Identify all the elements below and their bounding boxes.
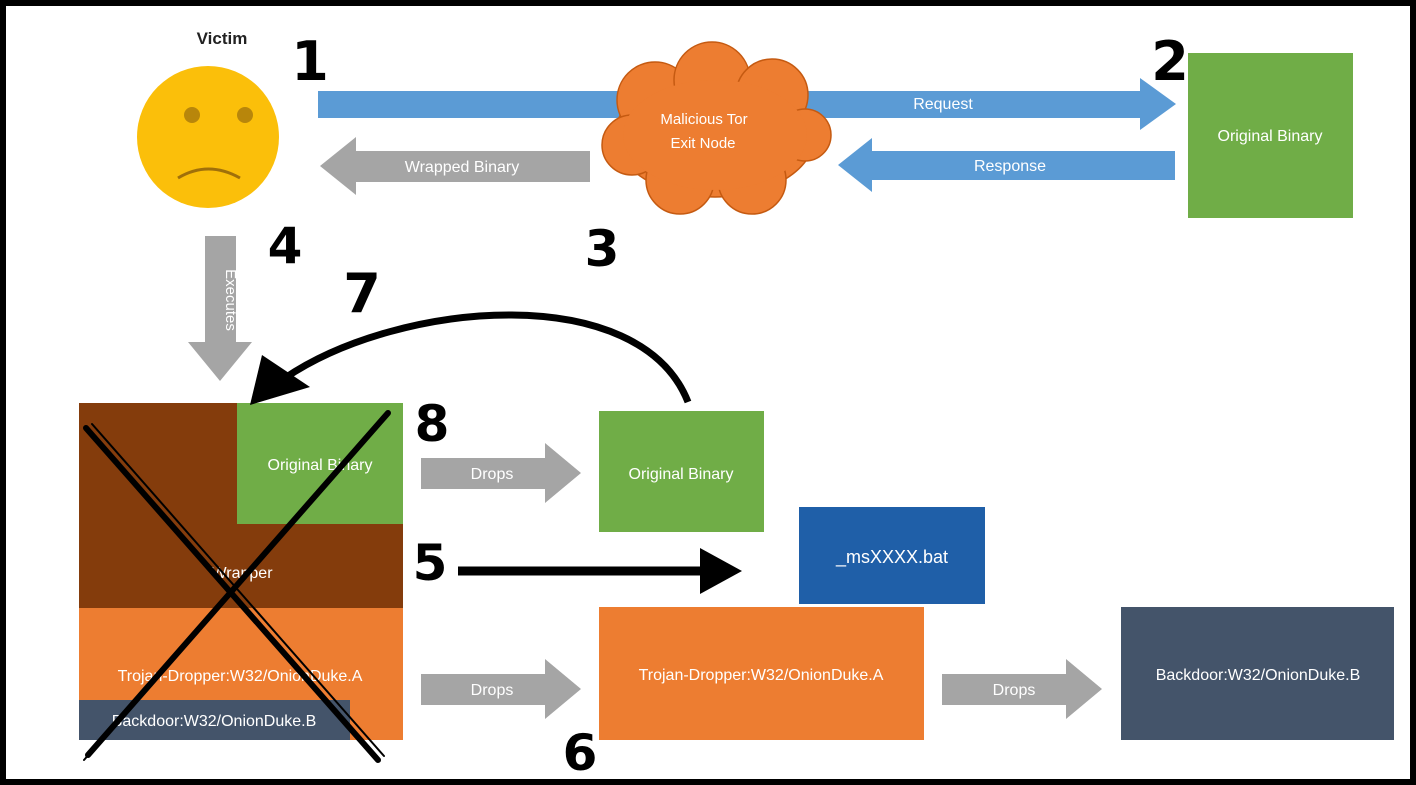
step-number-3: 3 [585,220,620,278]
cloud-line2: Exit Node [670,135,735,152]
dropper-dropped-box [599,607,924,740]
original-binary-top-box [1188,53,1353,218]
drops-label-3: Drops [993,682,1036,699]
step-number-2: 2 [1151,30,1189,93]
diagram-canvas: Victim Request Response Wrapped Binary M… [79,29,1394,779]
drops-label-2: Drops [471,682,514,699]
dropper-dropped-label: Trojan-Dropper:W32/OnionDuke.A [639,667,884,684]
response-arrow [838,138,1175,192]
bat-arrow [458,548,742,594]
backdoor-dropped-box [1121,607,1394,740]
drops-arrow-3 [942,659,1102,719]
step-number-8: 8 [415,395,450,453]
cross-out-mark [83,410,391,763]
backdoor-dropped-label: Backdoor:W32/OnionDuke.B [1156,667,1361,684]
step-number-7: 7 [343,262,381,325]
step-number-6: 6 [563,724,598,779]
step-number-1: 1 [291,30,329,93]
original-binary-dropped-label: Original Binary [629,466,734,483]
bat-file-box [799,507,985,604]
original-binary-top-label: Original Binary [1218,128,1323,145]
backdoor-inner-box [79,700,350,740]
cloud-line1: Malicious Tor [660,111,747,128]
backdoor-inner-label: Backdoor:W32/OnionDuke.B [112,713,317,730]
response-label: Response [974,158,1046,175]
original-binary-inner-label: Original Binary [268,457,373,474]
executes-arrow [188,236,252,381]
original-binary-dropped-box [599,411,764,532]
drops-arrow-1 [421,443,581,503]
victim-label: Victim [197,29,248,48]
return-curve-arrow [250,311,692,405]
drops-arrow-2 [421,659,581,719]
bat-file-label: _msXXXX.bat [835,547,948,568]
step-number-4: 4 [268,217,303,275]
wrapped-binary-label: Wrapped Binary [405,159,519,176]
drops-label-1: Drops [471,466,514,483]
wrapped-binary-arrow [320,137,590,195]
executes-label: Executes [222,269,239,331]
request-label: Request [913,96,973,113]
sad-face-icon [137,66,279,208]
step-number-5: 5 [413,534,448,592]
